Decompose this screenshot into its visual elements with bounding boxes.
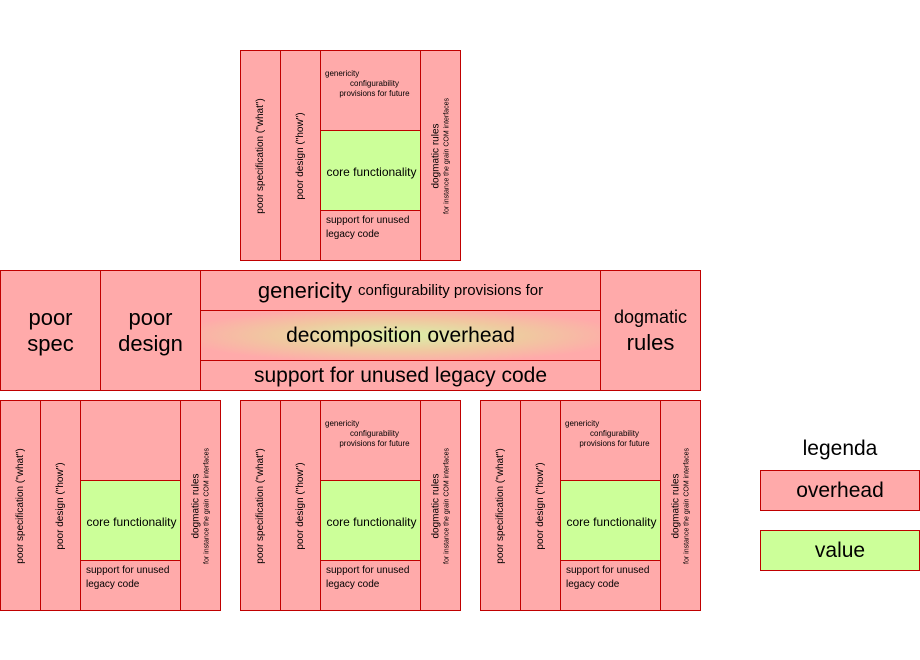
legend-overhead: overhead	[760, 470, 920, 511]
poor-spec-column: poor specification ("what")	[480, 400, 521, 611]
rules-label: dogmatic rules	[430, 122, 441, 189]
poor-design-column: poor design ("how")	[280, 50, 321, 261]
band-configurability-label: configurability provisions for	[358, 282, 544, 299]
poor-design-label: poor design ("how")	[294, 111, 306, 200]
genericity-label: genericity	[325, 419, 360, 428]
band-dogmatic-rules: dogmatic rules	[600, 270, 701, 391]
core-functionality-box: core functionality	[320, 130, 423, 213]
legacy-label: support for unused legacy code	[326, 565, 410, 590]
poor-spec-label: poor specification ("what")	[254, 447, 266, 564]
band-rules-line1: dogmatic	[613, 307, 688, 327]
poor-design-label: poor design ("how")	[534, 461, 546, 550]
legacy-label: support for unused legacy code	[566, 565, 650, 590]
core-functionality-box: core functionality	[320, 480, 423, 563]
legacy-box: support for unused legacy code	[560, 560, 661, 611]
poor-design-column: poor design ("how")	[280, 400, 321, 611]
empty-overhead-box	[80, 400, 181, 481]
poor-design-column: poor design ("how")	[40, 400, 81, 611]
poor-design-label: poor design ("how")	[54, 461, 66, 550]
bottom-right-unit: poor specification ("what") poor design …	[480, 400, 701, 611]
top-unit: poor specification ("what") poor design …	[240, 50, 461, 261]
core-functionality-box: core functionality	[560, 480, 663, 563]
band-genericity-label: genericity	[257, 277, 353, 303]
band-decomposition: decomposition overhead	[200, 310, 601, 361]
poor-spec-column: poor specification ("what")	[0, 400, 41, 611]
poor-design-column: poor design ("how")	[520, 400, 561, 611]
legend-title: legenda	[802, 437, 878, 460]
poor-spec-label: poor specification ("what")	[254, 97, 266, 214]
band-genericity: genericity configurability provisions for	[200, 270, 601, 311]
band-decomposition-label: decomposition overhead	[286, 323, 515, 347]
poor-spec-label: poor specification ("what")	[14, 447, 26, 564]
rules-sub-label: for instance the grain COM interfaces	[443, 97, 450, 214]
rules-label: dogmatic rules	[670, 472, 681, 539]
legacy-label: support for unused legacy code	[326, 215, 410, 240]
rules-sub-label: for instance the grain COM interfaces	[683, 447, 690, 564]
poor-spec-label: poor specification ("what")	[494, 447, 506, 564]
legacy-label: support for unused legacy code	[86, 565, 170, 590]
rules-sub-label: for instance the grain COM interfaces	[443, 447, 450, 564]
legend-value: value	[760, 530, 920, 571]
core-label: core functionality	[326, 164, 417, 179]
band-poor-design: poor design	[100, 270, 201, 391]
configurability-label: configurability provisions for future	[339, 79, 410, 98]
band-poor-spec: poor spec	[0, 270, 101, 391]
poor-spec-column: poor specification ("what")	[240, 50, 281, 261]
core-label: core functionality	[86, 514, 177, 529]
rules-sub-label: for instance the grain COM interfaces	[203, 447, 210, 564]
bottom-left-unit: poor specification ("what") poor design …	[0, 400, 221, 611]
rules-label: dogmatic rules	[430, 472, 441, 539]
configurability-label: configurability provisions for future	[339, 429, 410, 448]
rules-label: dogmatic rules	[190, 472, 201, 539]
band-rules-line2: rules	[626, 330, 675, 355]
core-functionality-box: core functionality	[80, 480, 183, 563]
core-label: core functionality	[566, 514, 657, 529]
genericity-label: genericity	[565, 419, 600, 428]
band-rules-label: dogmatic rules	[614, 304, 687, 357]
core-label: core functionality	[326, 514, 417, 529]
poor-spec-column: poor specification ("what")	[240, 400, 281, 611]
band-spec-label: poor spec	[27, 304, 74, 356]
legacy-box: support for unused legacy code	[320, 560, 421, 611]
band-legacy: support for unused legacy code	[200, 360, 601, 391]
band-design-label: poor design	[118, 304, 183, 356]
legacy-box: support for unused legacy code	[320, 210, 421, 261]
legacy-box: support for unused legacy code	[80, 560, 181, 611]
poor-design-label: poor design ("how")	[294, 461, 306, 550]
configurability-label: configurability provisions for future	[579, 429, 650, 448]
genericity-label: genericity	[325, 69, 360, 78]
band-legacy-label: support for unused legacy code	[253, 363, 548, 387]
bottom-middle-unit: poor specification ("what") poor design …	[240, 400, 461, 611]
